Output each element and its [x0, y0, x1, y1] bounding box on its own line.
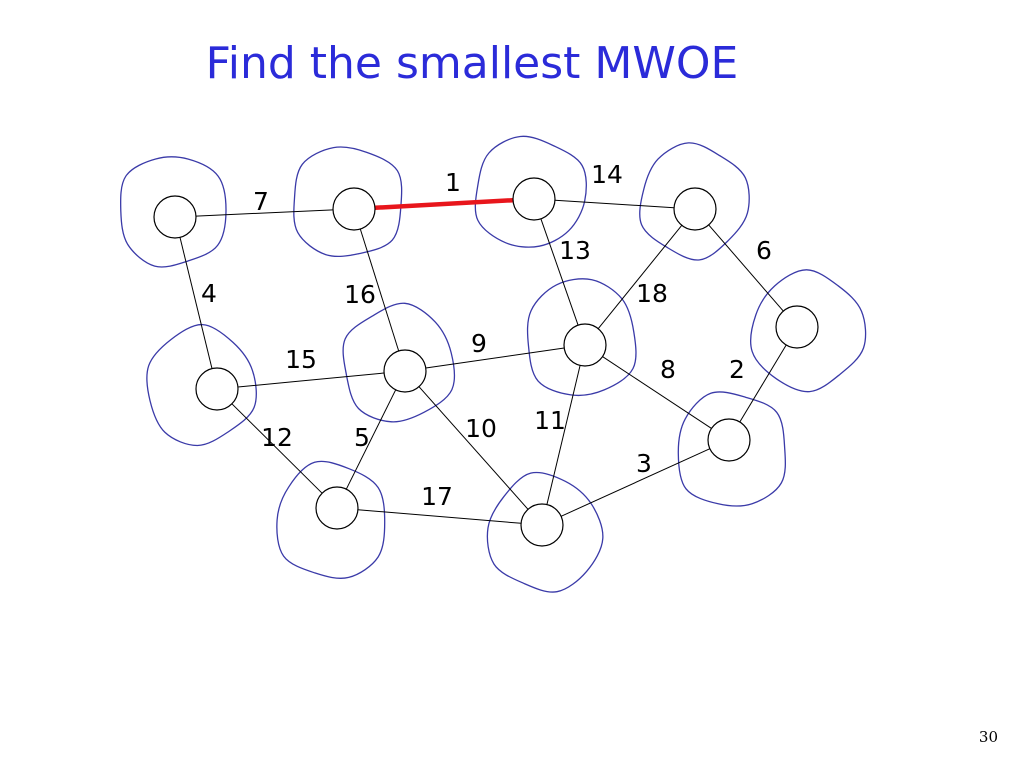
- graph-node-d: [673, 187, 717, 231]
- graph-node-i: [707, 418, 751, 462]
- edge-a-f: [179, 237, 213, 369]
- edge-g-j: [345, 389, 397, 490]
- edge-g-h: [425, 347, 565, 369]
- edge-b-g: [359, 228, 400, 352]
- fragment-outline-f: [146, 323, 257, 447]
- edge-k-i: [560, 448, 711, 517]
- graph-edges: [179, 197, 787, 524]
- edge-f-g: [237, 372, 385, 388]
- edge-h-i: [602, 356, 712, 429]
- fragment-outlines: [119, 135, 867, 593]
- slide-title: Find the smallest MWOE: [205, 38, 739, 89]
- edge-j-k: [357, 509, 522, 524]
- page-number: 30: [978, 728, 998, 746]
- fragment-outline-d: [639, 142, 750, 261]
- edge-weight-g-h: 9: [471, 329, 487, 358]
- graph-node-k: [520, 503, 564, 547]
- edge-weight-c-d: 14: [591, 160, 623, 189]
- edge-weight-b-g: 16: [344, 280, 376, 309]
- edge-weight-a-f: 4: [201, 279, 217, 308]
- edge-weight-c-h: 13: [559, 236, 591, 265]
- edge-weight-g-k: 10: [465, 414, 497, 443]
- fragment-outline-a: [119, 156, 227, 268]
- graph-node-f: [195, 367, 239, 411]
- edge-c-h: [540, 218, 579, 326]
- fragment-outline-c: [474, 135, 587, 248]
- graph-nodes: [153, 177, 819, 547]
- edge-weight-k-i: 3: [636, 449, 652, 478]
- fragment-outline-g: [342, 302, 456, 423]
- fragment-outline-i: [677, 391, 787, 507]
- fragment-outline-b: [293, 146, 403, 258]
- edge-e-i: [739, 344, 787, 423]
- fragment-outline-h: [526, 278, 637, 397]
- edge-weight-h-i: 8: [660, 355, 676, 384]
- edge-weight-d-e: 6: [756, 236, 772, 265]
- edge-weight-a-b: 7: [253, 187, 269, 216]
- edge-g-k: [418, 386, 529, 510]
- edge-weight-h-k: 11: [534, 406, 566, 435]
- edge-weight-g-j: 5: [354, 423, 370, 452]
- highlighted-edge-b-c: [374, 197, 514, 211]
- edge-weight-f-g: 15: [285, 345, 317, 374]
- edge-weight-h-d: 18: [636, 279, 668, 308]
- edge-a-b: [195, 209, 334, 217]
- edge-weight-b-c: 1: [445, 168, 461, 197]
- edge-d-e: [708, 224, 784, 312]
- edge-weight-j-k: 17: [421, 482, 453, 511]
- graph-node-e: [775, 305, 819, 349]
- edge-c-d: [554, 199, 675, 209]
- fragment-outline-k: [486, 471, 604, 593]
- edge-weight-labels: 7 1 14 6 4 16 13 18 15 9 8 2 12 5 10 11 3 17: [201, 160, 772, 511]
- graph-node-j: [315, 486, 359, 530]
- edge-h-k: [546, 365, 581, 505]
- fragment-outline-j: [276, 460, 386, 579]
- edge-weight-f-j: 12: [261, 423, 293, 452]
- graph-node-h: [563, 323, 607, 367]
- edge-f-j: [231, 403, 323, 494]
- graph-node-c: [512, 177, 556, 221]
- edge-weight-e-i: 2: [729, 355, 745, 384]
- graph-node-a: [153, 195, 197, 239]
- edge-h-d: [597, 224, 683, 330]
- graph-node-g: [383, 349, 427, 393]
- graph-node-b: [332, 187, 376, 231]
